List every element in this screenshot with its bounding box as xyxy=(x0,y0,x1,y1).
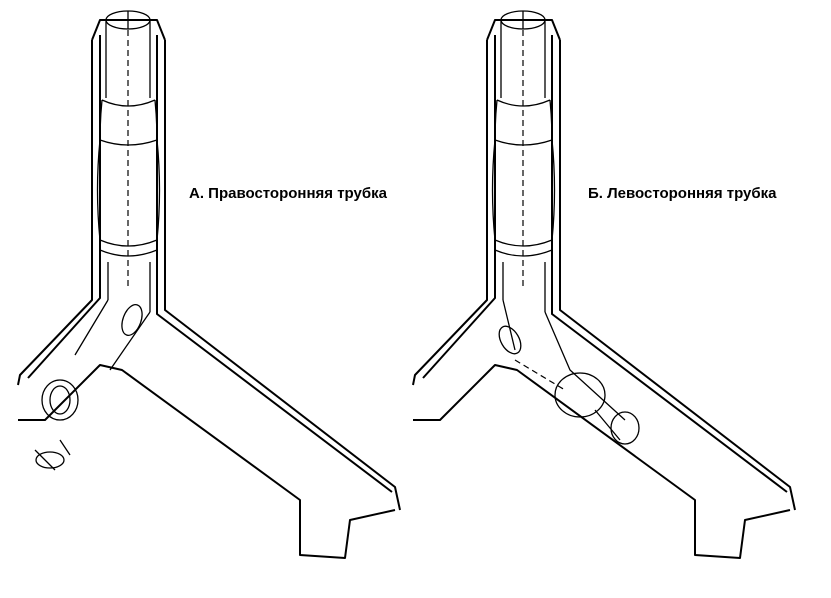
bronchial-cuff-b xyxy=(554,372,606,418)
figure-b-label: Б. Левосторонняя трубка xyxy=(588,185,777,202)
bronchial-cuff-a xyxy=(41,379,79,421)
murphy-eye-b xyxy=(498,325,522,355)
murphy-eye-a xyxy=(121,304,143,336)
figure-b-left-sided-tube xyxy=(412,10,796,559)
figure-a-right-sided-tube xyxy=(17,10,401,559)
figure-a-label: А. Правосторонняя трубка xyxy=(189,185,387,202)
